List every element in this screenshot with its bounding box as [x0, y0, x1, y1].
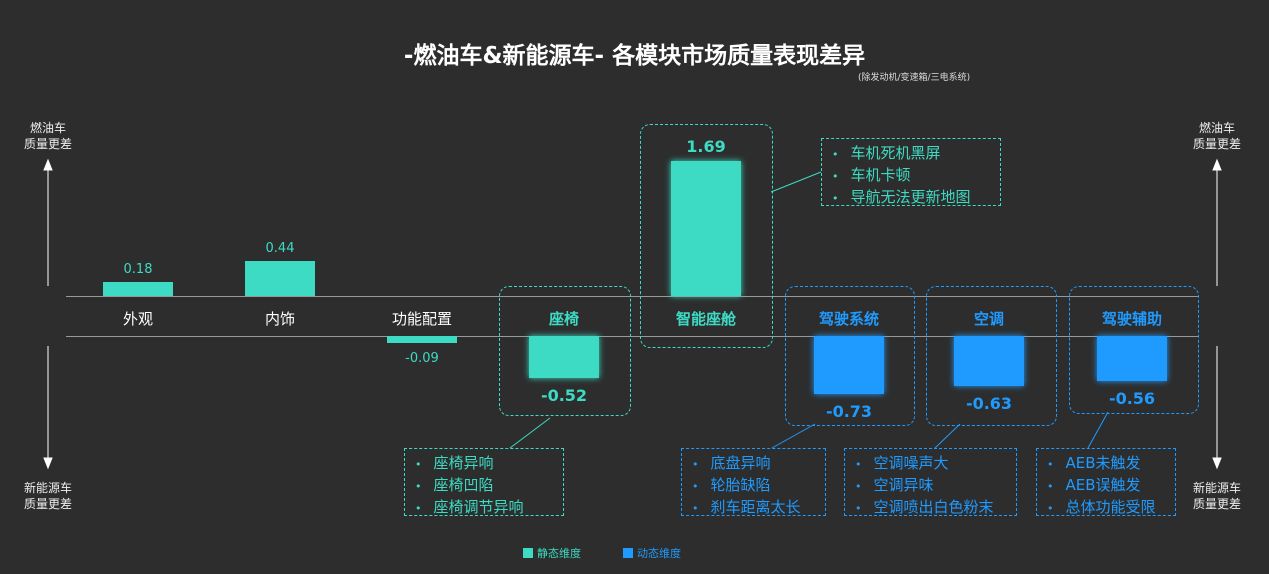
callout-item: 座椅凹陷: [415, 475, 555, 497]
side-label-line: 质量更差: [23, 137, 72, 151]
callout-box: 空调噪声大空调异味空调喷出白色粉末: [844, 448, 1017, 516]
value-label: -0.63: [965, 394, 1013, 414]
bar-4: [671, 160, 741, 296]
callout-item: 车机卡顿: [832, 165, 992, 187]
category-label: 空调: [973, 310, 1004, 328]
legend-dynamic: 动态维度: [623, 545, 681, 561]
bar-0: [103, 281, 173, 296]
highlight-box: [926, 286, 1057, 426]
callout-item: 空调噪声大: [855, 453, 1008, 475]
side-label-line: 燃油车: [1198, 121, 1235, 135]
callout-item: 座椅调节异响: [415, 497, 555, 519]
category-label: 驾驶辅助: [1101, 310, 1162, 328]
side-label-line: 新能源车: [1192, 481, 1241, 495]
callout-connector: [770, 171, 822, 193]
value-label: 1.69: [686, 136, 726, 156]
highlight-box: [499, 286, 631, 416]
highlight-box: [640, 124, 773, 348]
side-label-top-left: 燃油车质量更差: [18, 120, 78, 152]
legend-swatch: [523, 548, 533, 558]
callout-box: 车机死机黑屏车机卡顿导航无法更新地图: [821, 138, 1001, 206]
callout-connector: [509, 417, 551, 449]
value-label: 0.18: [123, 261, 153, 277]
callout-connector: [1087, 411, 1109, 449]
chart-title: -燃油车&新能源车- 各模块市场质量表现差异: [403, 43, 866, 69]
category-label: 驾驶系统: [818, 310, 879, 328]
callout-connector: [934, 423, 961, 449]
bar-1: [245, 260, 315, 296]
side-label-line: 质量更差: [23, 497, 72, 511]
value-label: -0.56: [1108, 388, 1156, 408]
legend-static: 静态维度: [523, 545, 581, 561]
category-label: 座椅: [548, 310, 579, 328]
highlight-box: [785, 286, 915, 426]
bar-6: [954, 336, 1024, 387]
callout-box: 底盘异响轮胎缺陷刹车距离太长: [681, 448, 826, 516]
value-label: -0.09: [405, 351, 439, 367]
chart-subtitle: (除发动机/变速箱/三电系统): [858, 73, 971, 83]
value-label: -0.73: [825, 402, 873, 422]
callout-connector: [771, 423, 816, 449]
side-label-bottom-right: 新能源车质量更差: [1187, 480, 1247, 512]
baseline-top: [66, 296, 1199, 297]
callout-item: 车机死机黑屏: [832, 143, 992, 165]
callout-item: 座椅异响: [415, 453, 555, 475]
side-label-top-right: 燃油车质量更差: [1187, 120, 1247, 152]
category-label: 功能配置: [391, 310, 452, 328]
value-label: -0.52: [540, 385, 588, 405]
side-label-bottom-left: 新能源车质量更差: [18, 480, 78, 512]
side-label-line: 质量更差: [1192, 137, 1241, 151]
callout-item: AEB未触发: [1047, 453, 1167, 475]
highlight-box: [1069, 286, 1199, 414]
legend-label: 动态维度: [637, 547, 681, 560]
callout-item: AEB误触发: [1047, 475, 1167, 497]
bar-5: [814, 336, 884, 395]
callout-item: 空调喷出白色粉末: [855, 497, 1008, 519]
callout-item: 轮胎缺陷: [692, 475, 817, 497]
value-label: 0.44: [265, 240, 295, 256]
legend-swatch: [623, 548, 633, 558]
bar-7: [1097, 336, 1167, 381]
category-label: 智能座舱: [675, 310, 736, 328]
category-label: 外观: [122, 310, 153, 328]
category-label: 内饰: [264, 310, 295, 328]
callout-item: 底盘异响: [692, 453, 817, 475]
callout-item: 导航无法更新地图: [832, 187, 992, 209]
side-label-line: 燃油车: [29, 121, 66, 135]
bar-3: [529, 336, 599, 378]
callout-box: AEB未触发AEB误触发总体功能受限: [1036, 448, 1176, 516]
legend-label: 静态维度: [537, 547, 581, 560]
side-label-line: 质量更差: [1192, 497, 1241, 511]
callout-box: 座椅异响座椅凹陷座椅调节异响: [404, 448, 564, 516]
callout-item: 总体功能受限: [1047, 497, 1167, 519]
side-label-line: 新能源车: [23, 481, 72, 495]
bar-2: [387, 336, 457, 344]
callout-item: 刹车距离太长: [692, 497, 817, 519]
baseline-bottom: [66, 336, 1199, 337]
callout-item: 空调异味: [855, 475, 1008, 497]
